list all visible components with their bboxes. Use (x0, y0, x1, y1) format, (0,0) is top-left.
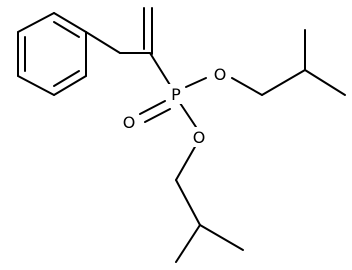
ring-bond-6 (17, 12, 55, 33)
ring-to-vinyl-bond (85, 31, 121, 54)
po-double-a (139, 100, 166, 115)
atom-label-lower-ester-oxygen: O (190, 127, 208, 147)
vinylidene-double-bond (143, 7, 153, 55)
po-double-b (144, 108, 171, 123)
benzene-ring (17, 12, 87, 96)
phosphoryl-oxygen-label: O (123, 113, 136, 132)
ring-inner-double-1 (53, 21, 80, 38)
upper-isobutyl-chain (261, 29, 346, 96)
upper-ch2-to-ch-bond (261, 69, 306, 96)
atom-label-phosphoryl-oxygen: O (121, 112, 137, 132)
lower-ch-to-methyl-left-bond (175, 224, 201, 263)
ring-bond-3 (53, 75, 87, 96)
lower-isobutyl-chain (175, 179, 244, 263)
atom-label-upper-ester-oxygen: O (211, 64, 229, 84)
lower-ester-oxygen-label: O (193, 128, 206, 147)
ring-inner-double-2 (53, 70, 80, 87)
ring-bond-1 (53, 12, 87, 33)
lower-ch2-to-ch-bond (175, 179, 201, 226)
upper-ester-oxygen-label: O (214, 65, 227, 84)
phosphorus-to-upper-oxygen-bond (185, 77, 207, 88)
upper-oxygen-to-ch2-bond (231, 77, 263, 96)
lower-oxygen-to-ch2-bond (175, 144, 197, 181)
phosphorus-to-lower-oxygen-bond (179, 102, 197, 128)
phosphorus-label: P (171, 85, 181, 104)
ring-bond-4 (17, 75, 55, 96)
phosphoryl-double-bond (139, 100, 171, 123)
carbon-to-phosphorus-bond (149, 52, 171, 86)
upper-ch-to-methyl-right-bond (304, 69, 346, 96)
lower-ch-to-methyl-right-bond (199, 224, 244, 251)
atom-label-phosphorus: P (168, 84, 184, 104)
